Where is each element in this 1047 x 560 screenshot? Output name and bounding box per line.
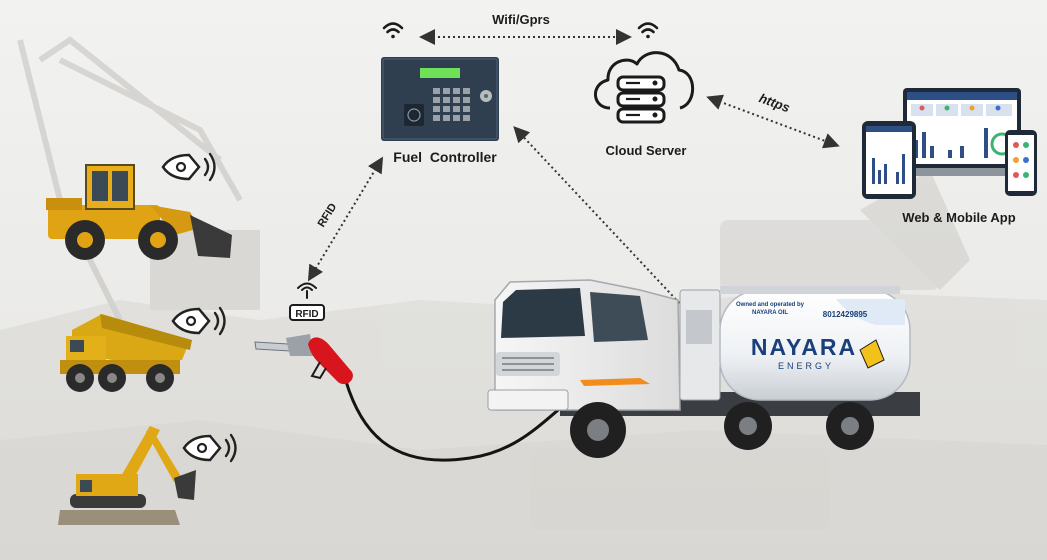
mobile-phone <box>1005 130 1037 196</box>
wheel-loader <box>46 164 232 260</box>
tanker-owner-line2: NAYARA OIL <box>752 310 788 316</box>
dump-truck <box>60 314 192 392</box>
tanker-phone: 8012429895 <box>823 310 868 319</box>
web-mobile-app-label: Web & Mobile App <box>902 210 1015 225</box>
tanker-brand: NAYARA <box>751 334 857 360</box>
controller-display <box>420 68 460 78</box>
tablet <box>862 121 916 199</box>
controller-rfid-reader <box>404 104 424 126</box>
rfid-link-label: RFID <box>316 201 340 229</box>
cloud-server-label: Cloud Server <box>606 143 687 158</box>
connections <box>307 29 840 326</box>
rfid-tag-signal-icon <box>161 152 216 182</box>
rfid-tag-signal-icon <box>171 306 226 336</box>
tanker-owner-line1: Owned and operated by <box>736 302 805 308</box>
rfid-icon <box>297 282 317 299</box>
excavator <box>58 426 196 525</box>
wifi-gprs-label: Wifi/Gprs <box>492 12 550 27</box>
wifi-icon <box>637 22 659 39</box>
rfid-tag-box <box>289 304 325 321</box>
fuel-controller-device <box>381 57 499 141</box>
tanker-brand-sub: ENERGY <box>778 361 834 371</box>
cloud-server-icon <box>594 51 695 124</box>
rfid-tag-label: RFID <box>295 309 318 320</box>
tanker-truck <box>487 279 920 458</box>
fuel-controller-label: Fuel Controller <box>393 149 497 165</box>
web-mobile-app-devices <box>862 88 1037 199</box>
controller-keypad <box>433 88 470 121</box>
fuel-nozzle-icon <box>254 334 353 385</box>
https-label: https <box>757 90 792 115</box>
wifi-icon <box>382 22 404 39</box>
rfid-tag-signal-icon <box>182 433 237 463</box>
windshield <box>501 288 585 338</box>
laptop-screen <box>890 88 1033 176</box>
